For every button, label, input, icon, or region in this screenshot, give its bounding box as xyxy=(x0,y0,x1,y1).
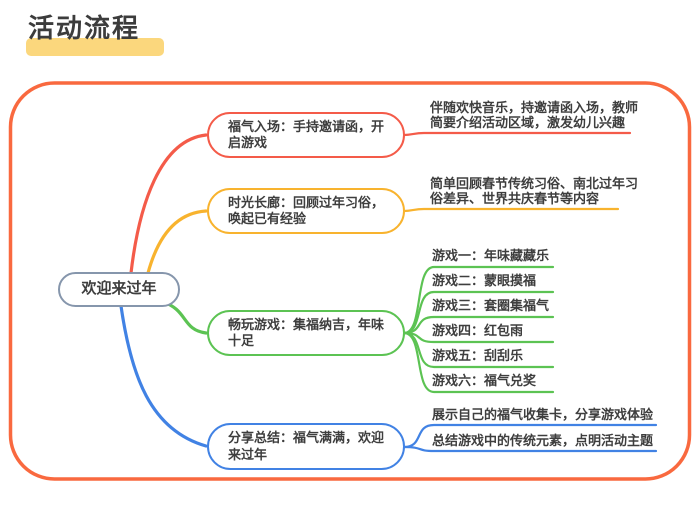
leaf-note-entry: 伴随欢快音乐，持邀请函入场，教师简要介绍活动区域，激发幼儿兴趣 xyxy=(430,100,639,131)
branch-curve-games xyxy=(161,300,208,335)
branch-node-label: 分享总结：福气满满，欢迎来过年 xyxy=(228,430,385,462)
branch-node-label: 福气入场：手持邀请函，开启游戏 xyxy=(228,118,385,150)
leaf-underline-entry xyxy=(402,131,632,137)
leaf-note-gallery: 简单回顾春节传统习俗、南北过年习俗差异、世界共庆春节等内容 xyxy=(430,176,639,207)
branch-curve-gallery xyxy=(146,209,208,275)
branch-node-label: 时光长廊：回顾过年习俗，唤起已有经验 xyxy=(228,194,385,226)
root-node-label: 欢迎来过年 xyxy=(81,280,157,298)
page-title: 活动流程 xyxy=(28,13,141,43)
branch-node-label: 畅玩游戏：集福纳吉，年味十足 xyxy=(228,316,385,348)
branch-node-games: 畅玩游戏：集福纳吉，年味十足 xyxy=(207,310,405,356)
leaf-note-game5: 游戏五：刮刮乐 xyxy=(432,348,524,363)
branch-node-entry: 福气入场：手持邀请函，开启游戏 xyxy=(207,112,405,158)
leaf-note-conclude: 总结游戏中的传统元素，点明活动主题 xyxy=(432,433,654,448)
branch-node-summary: 分享总结：福气满满，欢迎来过年 xyxy=(207,423,405,470)
leaf-note-game6: 游戏六：福气兑奖 xyxy=(432,373,537,388)
leaf-note-game1: 游戏一：年味藏藏乐 xyxy=(432,248,550,263)
branch-curve-entry xyxy=(129,133,208,275)
branch-curve-summary xyxy=(119,304,208,448)
branch-node-gallery: 时光长廊：回顾过年习俗，唤起已有经验 xyxy=(207,188,405,234)
page-header: 活动流程 xyxy=(26,13,164,56)
root-node: 欢迎来过年 xyxy=(58,272,180,307)
leaf-note-game3: 游戏三：套圈集福气 xyxy=(432,298,550,313)
leaf-note-game2: 游戏二：蒙眼摸福 xyxy=(432,273,537,288)
leaf-note-game4: 游戏四：红包雨 xyxy=(432,323,524,338)
leaf-underline-gallery xyxy=(402,207,620,213)
leaf-note-show: 展示自己的福气收集卡，分享游戏体验 xyxy=(432,407,654,422)
title-highlight-bar xyxy=(26,38,164,56)
